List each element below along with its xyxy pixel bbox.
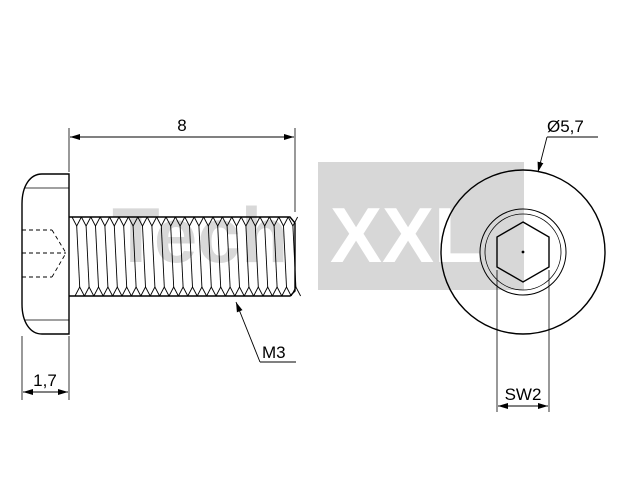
thread-crest-top — [99, 216, 110, 227]
thread-crest-bottom — [131, 286, 142, 297]
thread-flank — [76, 225, 81, 288]
thread-crest-bottom — [178, 286, 189, 297]
thread-flank — [283, 225, 287, 288]
thread-flank — [189, 225, 193, 288]
hex-socket — [496, 221, 550, 283]
thread-crest-bottom — [243, 286, 254, 297]
thread-crest-bottom — [225, 286, 236, 297]
thread-flank — [123, 225, 128, 288]
thread-crest-bottom — [159, 286, 170, 297]
thread-crest-top — [71, 216, 82, 227]
thread-flank — [292, 225, 297, 288]
thread-crest-bottom — [196, 286, 207, 297]
thread-flank — [170, 225, 175, 288]
thread-flank — [245, 225, 250, 288]
thread-lines — [71, 216, 301, 297]
thread-crest-top — [90, 216, 101, 227]
screw-head — [21, 173, 70, 335]
screw-side-view — [21, 173, 301, 335]
thread-crest-bottom — [112, 286, 123, 297]
thread-flank — [207, 225, 212, 288]
thread-flank — [95, 225, 99, 288]
recess-inner-circle — [484, 213, 562, 291]
diameter-callout: Ø5,7 — [537, 117, 598, 173]
thread-crest-bottom — [234, 286, 245, 297]
thread-flank — [151, 225, 156, 288]
thread-crest-bottom — [140, 286, 151, 297]
dimension-socket-size: SW2 — [496, 270, 550, 412]
thread-crest-bottom — [262, 286, 273, 297]
thread-flank — [104, 225, 109, 288]
thread-crest-bottom — [149, 286, 160, 297]
thread-flank — [85, 225, 90, 288]
thread-flank — [113, 225, 118, 288]
head-diameter-label: Ø5,7 — [547, 117, 584, 136]
recess-outer-circle — [479, 208, 567, 296]
thread-crest-bottom — [272, 286, 283, 297]
socket-size-label: SW2 — [505, 385, 542, 404]
dimension-length: 8 — [68, 116, 296, 212]
thread-flank — [142, 225, 146, 288]
thread-crest-bottom — [206, 286, 217, 297]
thread-crest-bottom — [290, 286, 301, 297]
thread-crest-bottom — [215, 286, 226, 297]
thread-flank — [217, 225, 222, 288]
head-outer-circle — [440, 169, 606, 335]
watermark-xxl: XXL — [330, 191, 482, 279]
center-point — [521, 250, 525, 254]
thread-crest-bottom — [74, 286, 85, 297]
thread-flank — [264, 225, 269, 288]
thread-crest-top — [81, 216, 92, 227]
thread-flank — [273, 225, 278, 288]
watermark: Tech XXL — [112, 162, 524, 290]
thread-crest-bottom — [84, 286, 95, 297]
length-label: 8 — [177, 116, 186, 135]
thread-crest-bottom — [121, 286, 132, 297]
dimension-head-height: 1,7 — [21, 336, 70, 400]
thread-crest-bottom — [168, 286, 179, 297]
socket-hidden-lines — [22, 229, 67, 278]
thread-crest-bottom — [93, 286, 104, 297]
thread-label: M3 — [262, 343, 286, 362]
thread-crest-bottom — [281, 286, 292, 297]
thread-crest-bottom — [187, 286, 198, 297]
screw-top-view — [440, 169, 606, 335]
head-height-label: 1,7 — [33, 371, 57, 390]
thread-flank — [236, 225, 240, 288]
thread-flank — [226, 225, 231, 288]
thread-crest-bottom — [102, 286, 113, 297]
watermark-tech: Tech — [112, 191, 288, 279]
thread-crest-bottom — [253, 286, 264, 297]
thread-flank — [132, 225, 137, 288]
thread-flank — [198, 225, 203, 288]
watermark-box — [318, 162, 524, 290]
thread-callout: M3 — [235, 301, 296, 363]
thread-flank — [254, 225, 259, 288]
thread-flank — [179, 225, 184, 288]
thread-flank — [160, 225, 165, 288]
